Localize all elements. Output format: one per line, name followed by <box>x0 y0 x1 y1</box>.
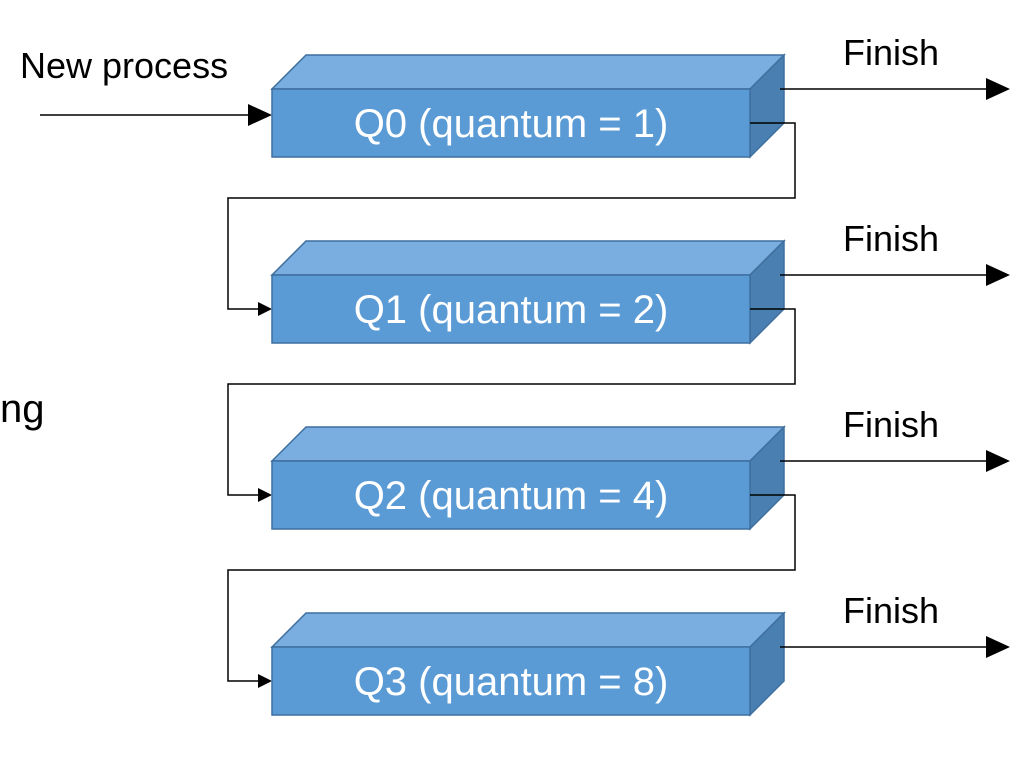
finish-arrowhead <box>986 264 1010 286</box>
queue-0: Q0 (quantum = 1) <box>270 53 786 159</box>
queue-box-front <box>271 460 751 530</box>
queue-1: Q1 (quantum = 2) <box>270 239 786 345</box>
demotion-connector <box>227 122 796 310</box>
queue-2: Q2 (quantum = 4) <box>270 425 786 531</box>
queue-label: Q3 (quantum = 8) <box>354 660 669 704</box>
finish-label: Finish <box>843 404 939 445</box>
demotion-arrowhead <box>258 488 272 502</box>
finish-label: Finish <box>843 218 939 259</box>
demotion-arrowhead <box>258 302 272 316</box>
queue-3: Q3 (quantum = 8) <box>270 611 786 717</box>
queue-box-top <box>270 240 786 276</box>
queue-label: Q2 (quantum = 4) <box>354 474 669 518</box>
demotion-arrowhead <box>258 674 272 688</box>
queue-box-top <box>270 54 786 90</box>
side-text-fragment: ng <box>0 387 45 431</box>
finish-arrowhead <box>986 636 1010 658</box>
queue-label: Q0 (quantum = 1) <box>354 102 669 146</box>
queue-box-top <box>270 612 786 648</box>
queue-box-front <box>271 274 751 344</box>
new-process-arrowhead <box>248 104 272 126</box>
finish-arrowhead <box>986 450 1010 472</box>
queues-layer: Q0 (quantum = 1) Finish Q1 (quantum = 2) Fi… <box>227 32 1010 717</box>
finish-label: Finish <box>843 32 939 73</box>
new-process-label: New process <box>20 45 228 86</box>
queue-box-top <box>270 426 786 462</box>
finish-label: Finish <box>843 590 939 631</box>
finish-arrowhead <box>986 78 1010 100</box>
queue-box-front <box>271 88 751 158</box>
demotion-connector <box>227 494 796 682</box>
queue-box-front <box>271 646 751 716</box>
demotion-connector <box>227 308 796 496</box>
queue-label: Q1 (quantum = 2) <box>354 288 669 332</box>
